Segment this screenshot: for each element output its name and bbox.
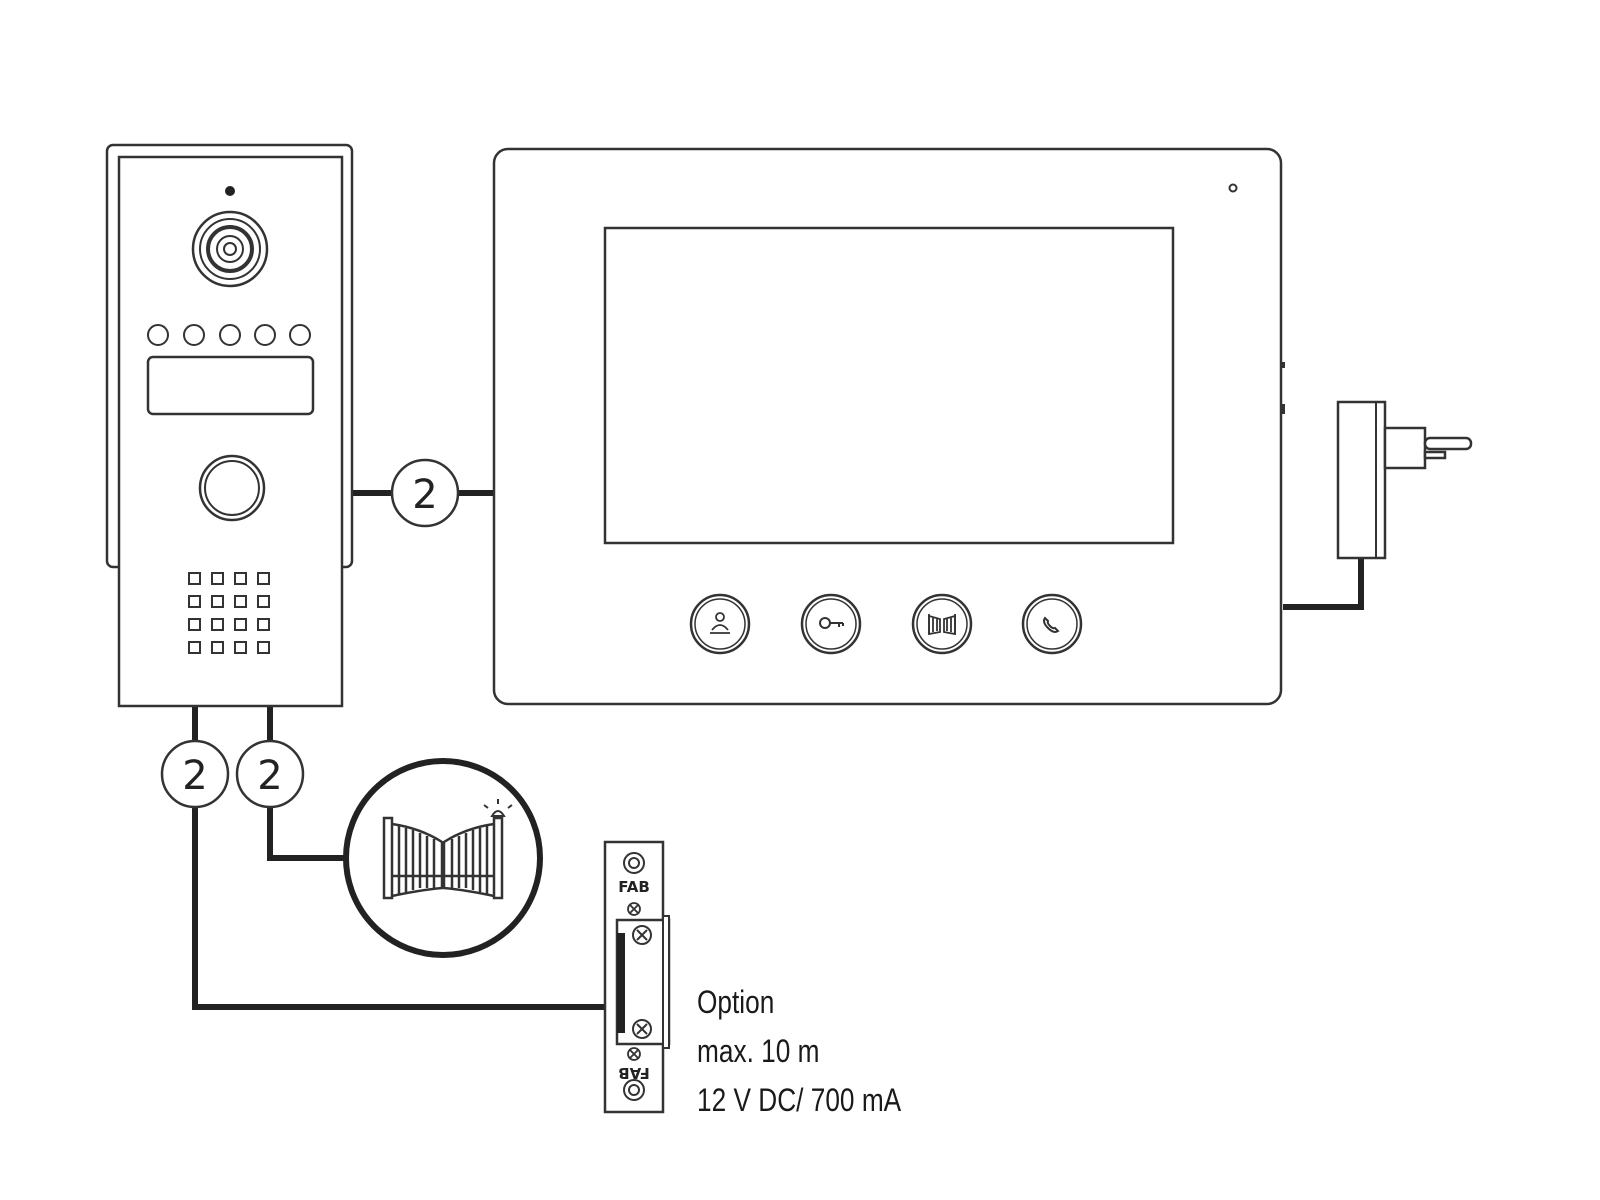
cable-badge-door-monitor-label: 2 [412,472,437,518]
option-note-line-2: max. 10 m [697,1033,820,1069]
speaker-hole [234,618,247,631]
call-button[interactable] [198,454,266,522]
latch-screw-icon [632,925,652,1039]
monitor-microphone-icon [1228,183,1238,193]
option-note: Option max. 10 m 12 V DC/ 700 mA [697,978,901,1125]
speaker-hole [234,572,247,585]
camera-lens-icon [191,210,269,288]
microphone-icon [225,186,235,196]
name-tag-window [146,355,315,416]
speaker-hole [211,641,224,654]
strike-label-top: FAB [618,878,650,896]
speaker-hole [211,572,224,585]
speaker-hole [257,641,270,654]
strike-latch-bar [617,933,625,1033]
speaker-hole [257,595,270,608]
power-plug-icon [1383,426,1473,470]
speaker-hole [234,641,247,654]
monitor-side-port [1281,362,1285,368]
handset-icon [1043,616,1060,633]
speaker-grille [188,572,270,654]
speaker-hole [211,595,224,608]
speaker-hole [188,618,201,631]
speaker-hole [188,641,201,654]
gate-icon [928,614,956,636]
speaker-hole [257,618,270,631]
gate-warning-light-icon [490,810,506,817]
power-adapter [1336,400,1473,560]
swing-gate-icon [382,799,513,900]
monitor-side-port-2 [1281,404,1285,414]
monitor-button-gate[interactable] [911,593,973,655]
screw-hole-icon [623,852,645,874]
option-note-line-3: 12 V DC/ 700 mA [697,1082,902,1118]
indoor-monitor [492,147,1285,706]
power-adapter-body [1336,400,1387,560]
electric-strike-lock: FAB FAB [603,840,671,1114]
monitor-button-person[interactable] [689,593,751,655]
cable-badge-door-monitor: 2 [390,458,460,528]
small-screw-icon-bottom [627,1047,641,1061]
led-indicator-row [147,324,311,346]
monitor-screen [603,226,1175,545]
key-icon [819,617,844,629]
door-station [105,143,354,708]
speaker-hole [234,595,247,608]
speaker-hole [211,618,224,631]
monitor-button-handset[interactable] [1021,593,1083,655]
screw-hole-icon-bottom [623,1079,645,1101]
monitor-button-key[interactable] [800,593,862,655]
speaker-hole [188,595,201,608]
strike-label-bottom: FAB [618,1064,650,1082]
speaker-hole [257,572,270,585]
wire-monitor-to-adapter [1283,558,1364,610]
cable-badge-door-gate-label: 2 [257,753,282,799]
option-note-line-1: Option [697,984,775,1020]
gate-opener [343,758,543,958]
speaker-hole [188,572,201,585]
cable-badge-door-lock-label: 2 [182,753,207,799]
small-screw-icon [627,902,641,916]
person-icon [710,612,730,634]
cable-badge-door-gate: 2 [235,739,305,809]
cable-badge-door-lock: 2 [160,739,230,809]
